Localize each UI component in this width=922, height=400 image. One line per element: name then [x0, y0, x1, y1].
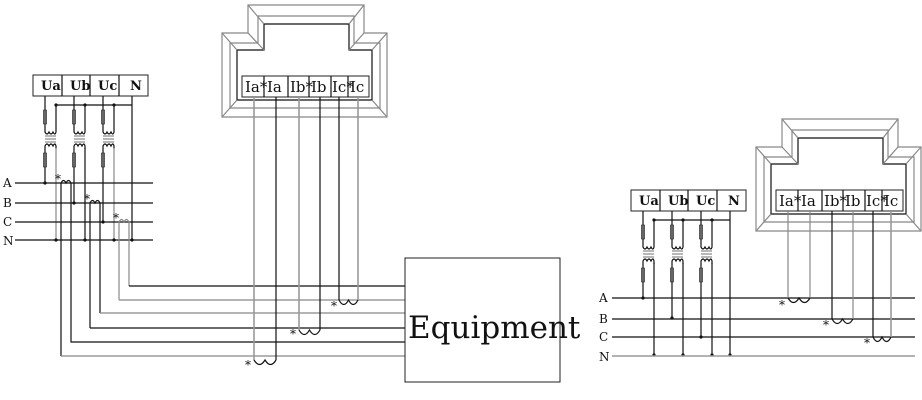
phase-lines-left: A B C N [2, 176, 153, 248]
pt-terminal-block-left: Ua Ub Uc N [32, 74, 149, 97]
terminal-uc: Uc [696, 194, 715, 209]
phase-label-n: N [3, 234, 14, 248]
terminal-ua: Ua [639, 194, 659, 209]
right-diagram: Ia* Ia Ib* Ib Ic* Ic Ua Ub Uc N A B C N … [598, 118, 922, 364]
phase-label-c: C [3, 215, 12, 229]
polarity-mark: * [331, 299, 337, 313]
polarity-mark: * [84, 192, 90, 206]
terminal-ib-star: Ib* [290, 78, 314, 96]
phase-label-a: A [2, 176, 12, 190]
polarity-mark: * [823, 318, 829, 332]
pt-assembly-right: Ua Ub Uc N [630, 189, 747, 357]
terminal-ib-star: Ib* [824, 192, 848, 210]
terminal-ib: Ib [845, 192, 861, 210]
terminal-ic-star: Ic* [866, 192, 888, 210]
terminal-ic: Ic [884, 192, 898, 210]
phase-label-b: B [3, 196, 12, 210]
phase-label-n: N [599, 350, 610, 364]
terminal-ic-star: Ic* [332, 78, 354, 96]
polarity-mark: * [290, 327, 296, 341]
voltage-transformers-left [42, 95, 134, 242]
terminal-n: N [728, 194, 740, 209]
meter-right: Ia* Ia Ib* Ib Ic* Ic [755, 118, 922, 232]
current-transformers-source-left: * * * [55, 172, 405, 357]
terminal-ia-star: Ia* [779, 192, 802, 210]
terminal-ia-star: Ia* [245, 78, 268, 96]
equipment-box: Equipment [404, 257, 581, 383]
phase-label-a: A [598, 291, 608, 305]
polarity-mark: * [864, 336, 870, 350]
terminal-uc: Uc [98, 79, 117, 94]
terminal-ub: Ub [70, 79, 90, 94]
polarity-mark: * [779, 298, 785, 312]
polarity-mark: * [55, 172, 61, 186]
meter-ct-wiring-left: * * * [245, 97, 359, 372]
terminal-n: N [130, 79, 142, 94]
polarity-mark: * [245, 358, 251, 372]
terminal-ia: Ia [801, 192, 816, 210]
equipment-label: Equipment [408, 310, 581, 346]
terminal-ua: Ua [41, 79, 61, 94]
terminal-ib: Ib [311, 78, 327, 96]
left-diagram: Ia* Ia Ib* Ib Ic* Ic Ua Ub Uc N A B C N … [2, 4, 581, 383]
meter-left: Ia* Ia Ib* Ib Ic* Ic [221, 4, 388, 118]
polarity-mark: * [113, 211, 119, 225]
terminal-ia: Ia [267, 78, 282, 96]
phase-label-c: C [599, 330, 608, 344]
terminal-ub: Ub [668, 194, 688, 209]
phase-lines-right: A B C N [598, 291, 915, 364]
terminal-ic: Ic [350, 78, 364, 96]
meter-ct-wiring-right: * * * [779, 211, 892, 350]
phase-label-b: B [599, 312, 608, 326]
